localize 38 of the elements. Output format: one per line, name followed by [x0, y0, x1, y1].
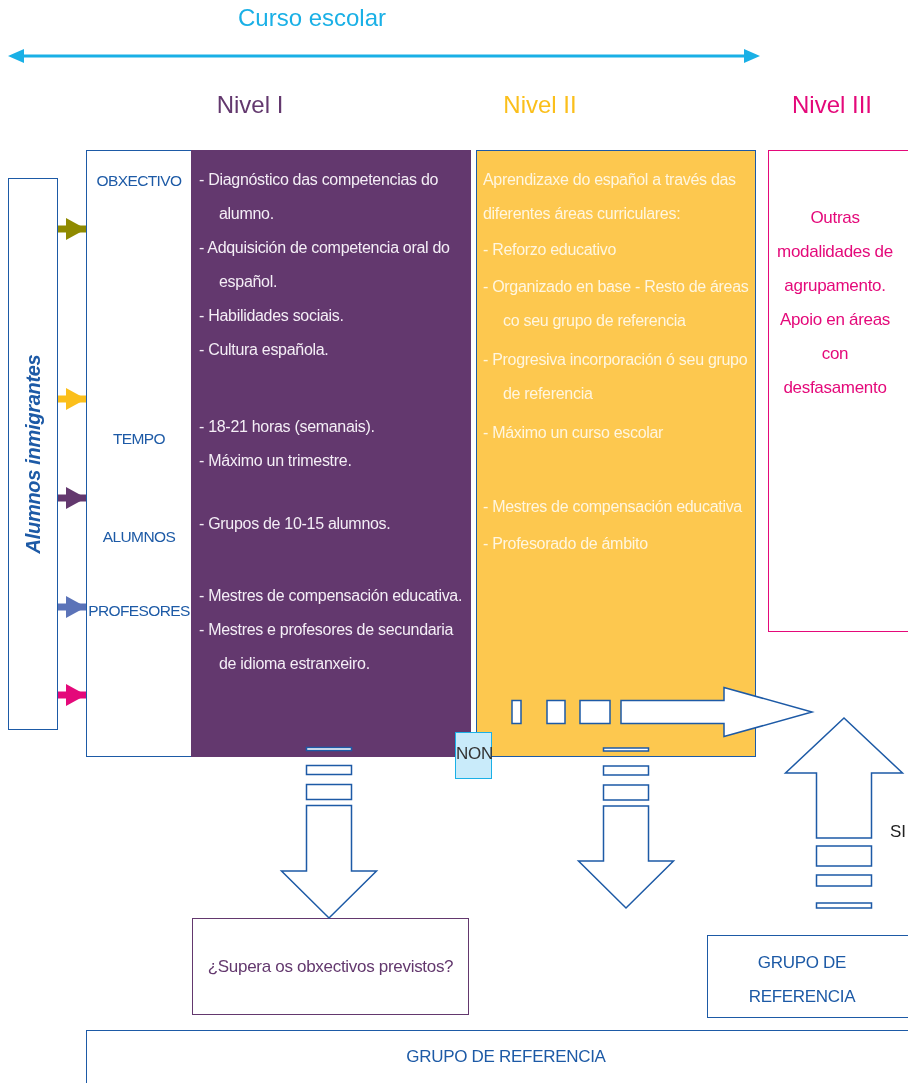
note-box	[768, 150, 908, 632]
list-item: - Mestres e profesores de secundaria de idioma estranxeiro.	[199, 619, 455, 674]
list-item: - Cultura española.	[199, 339, 330, 360]
vertical-label: Alumnos inmigrantes	[21, 354, 45, 554]
list-item: - Máximo un curso escolar	[483, 423, 665, 443]
list-item: - Organizado en base - Resto de áreas co seu grupo de referencia	[483, 277, 750, 331]
level-heading: Nivel III	[792, 91, 872, 119]
list-item: - Habilidades sociais.	[199, 305, 345, 326]
list-item: - Máximo un trimestre.	[199, 450, 353, 471]
target-text: GRUPO DE REFERENCIA	[405, 1047, 607, 1067]
block-arrow	[279, 746, 379, 920]
list-item: - Mestres de compensación educativa.	[199, 585, 464, 606]
span-label: Curso escolar	[237, 4, 387, 32]
level-heading: Nivel II	[503, 91, 577, 119]
category-label: PROFESORES	[87, 602, 191, 620]
level-heading: Nivel I	[216, 91, 284, 119]
category-label: TEMPO	[111, 430, 167, 448]
category-label: OBXECTIVO	[95, 172, 183, 190]
list-item: - 18-21 horas (semanais).	[199, 416, 376, 437]
list-item: - Reforzo educativo	[483, 240, 618, 260]
list-item: - Adquisición de competencia oral do español.	[199, 237, 451, 292]
list-item: - Progresiva incorporación ó seu grupo de referencia	[483, 350, 749, 404]
label-box	[8, 178, 58, 730]
note-text: Outras modalidades de agrupamento. Apoio en áreas con desfasamento	[776, 207, 894, 399]
question-box	[192, 918, 469, 1015]
block-arrow	[783, 716, 905, 909]
question-text: ¿Supera os obxectivos previstos?	[206, 957, 455, 977]
list-item: - Profesorado de ámbito	[483, 534, 649, 554]
block-arrow	[511, 686, 815, 738]
category-label: ALUMNOS	[101, 528, 177, 546]
list-item: - Grupos de 10-15 alumnos.	[199, 513, 392, 534]
target-box	[707, 935, 908, 1018]
list-item: - Diagnóstico das competencias do alumno.	[199, 169, 440, 224]
list-item: - Mestres de compensación educativa	[483, 497, 743, 517]
block-arrow	[576, 747, 676, 910]
target-band	[86, 1030, 908, 1083]
target-text: GRUPO DE REFERENCIA	[747, 952, 857, 1008]
intro-text: Aprendizaxe do español a través das diferentes áreas curriculares:	[483, 170, 737, 224]
